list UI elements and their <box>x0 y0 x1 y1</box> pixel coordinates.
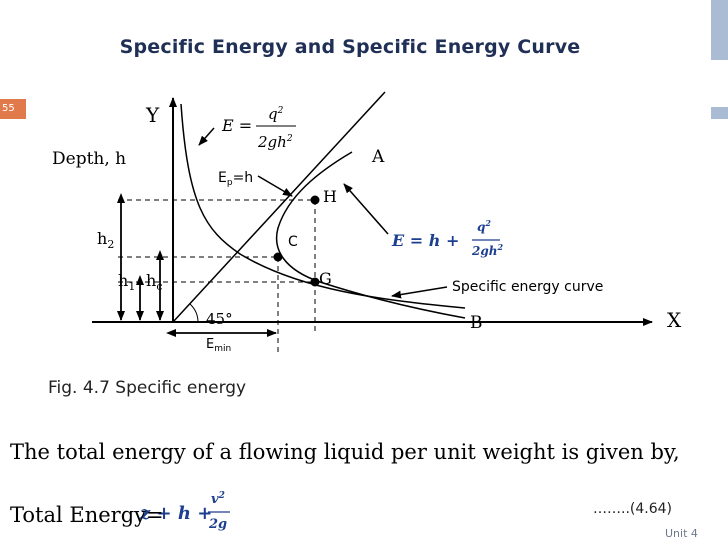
specific-energy-eq-numerator: q2 <box>477 218 491 234</box>
point-h-label: H <box>323 187 337 206</box>
kinetic-energy-curve <box>180 103 466 309</box>
side-accent-bar <box>711 107 728 119</box>
figure-caption: Fig. 4.7 Specific energy <box>48 378 247 398</box>
slide-title: Specific Energy and Specific Energy Curv… <box>119 36 581 58</box>
kinetic-formula-lhs: E = <box>221 116 252 135</box>
h2-label: h2 <box>97 229 114 251</box>
total-energy-eq-denominator: 2g <box>208 517 227 532</box>
x-axis-label: X <box>667 308 682 332</box>
total-energy-label: Total Energy= <box>10 503 164 527</box>
side-accent-bar <box>711 0 728 60</box>
angle-label: 45° <box>206 310 233 328</box>
specific-energy-eq-lhs: E = h + <box>391 231 459 250</box>
kinetic-formula-denominator: 2gh2 <box>257 133 293 151</box>
specific-energy-curve-label: Specific energy curve <box>452 279 603 295</box>
point-g-dot <box>310 277 320 287</box>
point-g-label: G <box>319 269 332 288</box>
angle-arc <box>189 303 199 323</box>
specific-energy-eq-denominator: 2gh2 <box>471 242 503 258</box>
total-energy-eq-numerator: v2 <box>211 491 225 507</box>
point-c-dot <box>273 252 283 262</box>
total-energy-eq-terms: z + h + <box>139 503 212 524</box>
point-b-label: B <box>470 313 483 333</box>
specific-energy-curve <box>275 151 466 319</box>
kinetic-pointer-arrow <box>198 127 215 146</box>
ep-pointer-arrow <box>257 175 293 197</box>
y-axis-label: Y <box>145 103 160 127</box>
point-c-label: C <box>288 234 298 250</box>
specific-energy-eq-pointer-arrow <box>343 183 389 235</box>
emin-label: Emin <box>206 337 231 354</box>
body-sentence: The total energy of a flowing liquid per… <box>10 440 680 464</box>
hc-label: hc <box>146 271 162 293</box>
ep-label: Ep=h <box>218 170 253 188</box>
ep-45-degree-line <box>172 91 386 323</box>
curve-pointer-arrow <box>391 286 448 299</box>
point-h-dot <box>310 195 320 205</box>
footer-unit: Unit 4 <box>665 527 698 540</box>
equation-number: ……..(4.64) <box>593 501 672 517</box>
depth-label: Depth, h <box>52 149 126 169</box>
point-a-label: A <box>371 147 385 167</box>
h1-label: h1 <box>118 271 135 293</box>
slide-number: 55 <box>0 99 26 119</box>
kinetic-formula-numerator: q2 <box>268 105 284 123</box>
